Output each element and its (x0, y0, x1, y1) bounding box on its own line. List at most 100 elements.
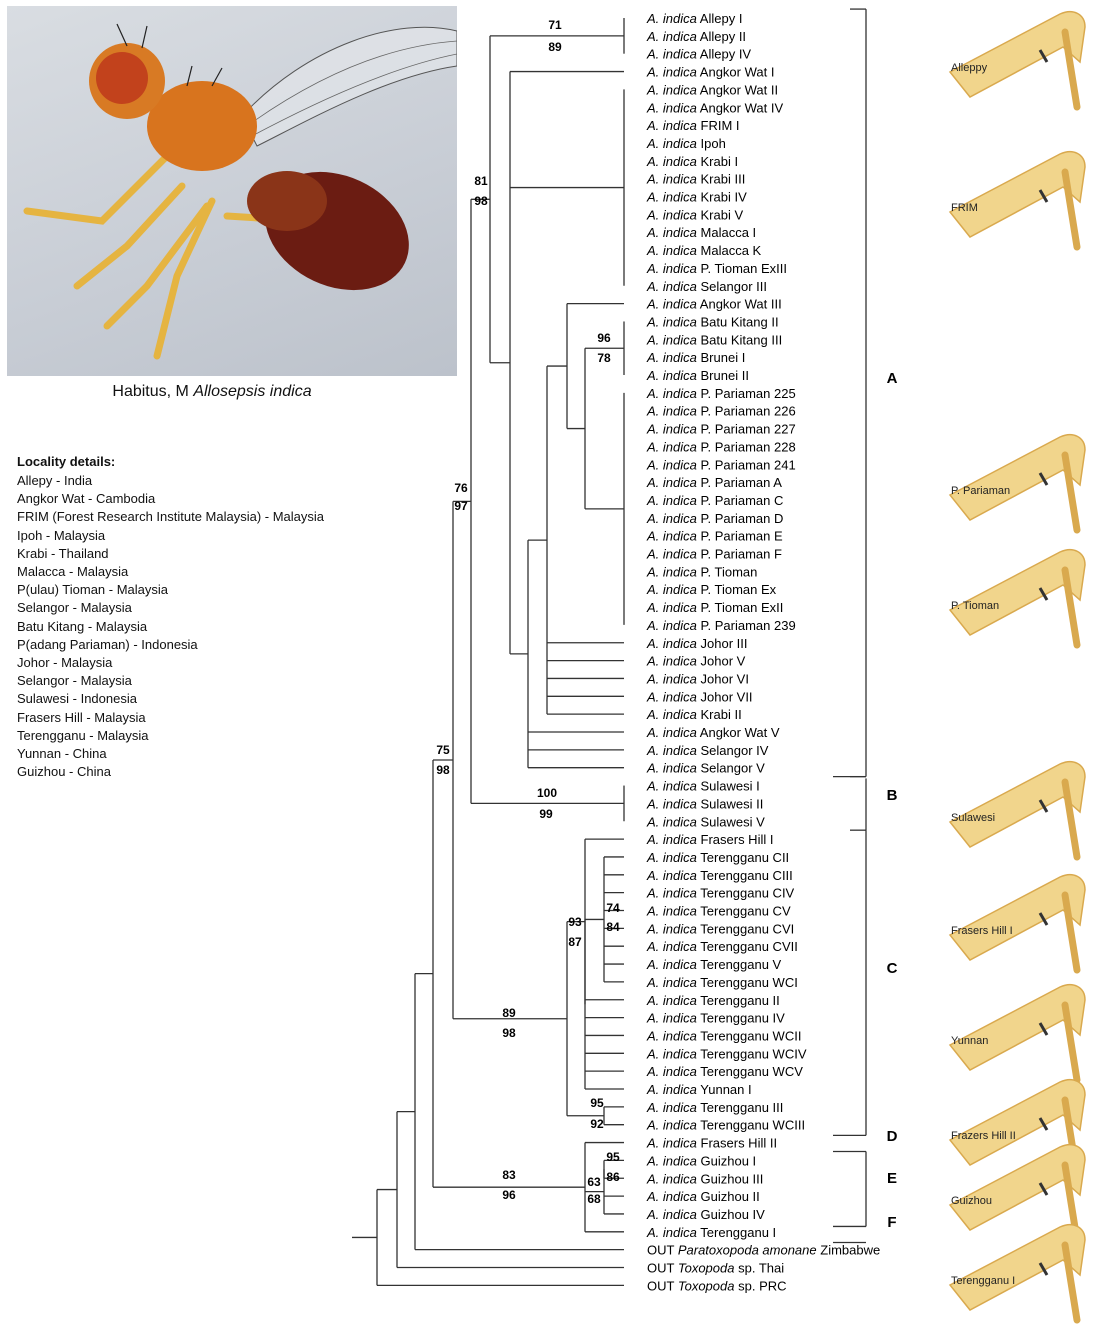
taxon-label: A. indica P. Pariaman 228 (646, 439, 796, 454)
taxon-g: indica (663, 1171, 697, 1186)
taxon-s: P. Pariaman 239 (701, 618, 796, 633)
taxon-p: A. (646, 493, 659, 508)
taxon-g: indica (663, 689, 697, 704)
taxon-s: Guizhou IV (701, 1207, 766, 1222)
taxon-s: sp. Thai (738, 1261, 784, 1276)
taxon-p: A. (646, 29, 659, 44)
taxon-g: indica (663, 636, 697, 651)
taxon-label: A. indica Terengganu WCIV (646, 1046, 807, 1061)
taxon-label: A. indica Terengganu V (646, 957, 782, 972)
support-bottom: 98 (474, 194, 488, 208)
taxon-g: indica (663, 1207, 697, 1222)
support-top: 95 (606, 1150, 620, 1164)
taxon-p: A. (646, 921, 659, 936)
taxon-label: A. indica Terengganu CIII (646, 868, 793, 883)
taxon-p: A. (646, 1207, 659, 1222)
taxon-s: Selangor V (701, 761, 766, 776)
taxon-g: indica (663, 475, 697, 490)
taxon-s: P. Tioman ExII (701, 600, 784, 615)
taxon-p: A. (646, 100, 659, 115)
leg-image: P. Pariaman (945, 425, 1095, 535)
taxon-g: indica (663, 814, 697, 829)
support-top: 93 (568, 915, 582, 929)
leg-image: Frasers Hill I (945, 865, 1095, 975)
taxon-g: indica (663, 1225, 697, 1240)
taxon-s: Guizhou II (701, 1189, 760, 1204)
taxon-s: Krabi III (701, 172, 746, 187)
taxon-label: A. indica P. Pariaman A (646, 475, 782, 490)
taxon-g: indica (663, 11, 697, 26)
taxon-g: indica (663, 707, 697, 722)
taxon-g: indica (663, 1011, 697, 1026)
taxon-p: A. (646, 689, 659, 704)
taxon-g: indica (663, 493, 697, 508)
taxon-label: A. indica Ipoh (646, 136, 726, 151)
support-top: 100 (537, 786, 557, 800)
leg-label: Sulawesi (951, 812, 995, 824)
taxon-p: A. (646, 475, 659, 490)
taxon-label: A. indica Allepy IV (646, 47, 751, 62)
taxon-g: indica (663, 422, 697, 437)
taxon-p: A. (646, 1136, 659, 1151)
support-bottom: 96 (502, 1188, 516, 1202)
taxon-label: A. indica FRIM I (646, 118, 740, 133)
taxon-label: A. indica Selangor V (646, 761, 765, 776)
taxon-s: P. Pariaman 228 (701, 439, 796, 454)
taxon-p: A. (646, 868, 659, 883)
taxon-label: A. indica Terengganu CIV (646, 886, 795, 901)
taxon-label: A. indica Johor III (646, 636, 747, 651)
taxon-s: Terengganu CV (700, 904, 791, 919)
leg-label: Terengganu I (951, 1275, 1015, 1287)
taxon-p: A. (646, 743, 659, 758)
taxon-s: Terengganu WCII (700, 1028, 801, 1043)
leg-image: Alleppy (945, 2, 1095, 112)
leg-label: P. Pariaman (951, 485, 1010, 497)
leg-image: Sulawesi (945, 752, 1095, 862)
taxon-s: Terengganu WCI (700, 975, 798, 990)
taxon-label: A. indica Selangor III (646, 279, 767, 294)
taxon-p: A. (646, 314, 659, 329)
taxon-g: indica (663, 671, 697, 686)
taxon-g: indica (663, 1028, 697, 1043)
taxon-label: A. indica Angkor Wat II (646, 82, 778, 97)
taxon-s: Angkor Wat IV (700, 100, 784, 115)
leg-image: FRIM (945, 142, 1095, 252)
taxon-s: Malacca I (701, 225, 757, 240)
taxon-p: A. (646, 225, 659, 240)
taxon-label: A. indica P. Pariaman D (646, 511, 783, 526)
taxon-s: Zimbabwe (820, 1243, 880, 1258)
support-bottom: 84 (606, 920, 620, 934)
taxon-p: A. (646, 993, 659, 1008)
taxon-g: indica (663, 832, 697, 847)
taxon-g: indica (663, 314, 697, 329)
taxon-label: A. indica P. Tioman (646, 564, 757, 579)
taxon-label: A. indica Terengganu CVI (646, 921, 794, 936)
taxon-label: A. indica Sulawesi V (646, 814, 765, 829)
taxon-p: A. (646, 118, 659, 133)
taxon-g: indica (663, 1136, 697, 1151)
taxon-s: P. Pariaman 225 (701, 386, 796, 401)
taxon-s: P. Pariaman 241 (701, 457, 796, 472)
taxon-s: Terengganu CVI (700, 921, 794, 936)
taxon-s: Sulawesi II (701, 796, 764, 811)
taxon-g: indica (663, 279, 697, 294)
taxon-p: A. (646, 82, 659, 97)
taxon-s: Selangor III (701, 279, 768, 294)
leg-label: P. Tioman (951, 600, 999, 612)
taxon-label: A. indica P. Pariaman C (646, 493, 783, 508)
taxon-p: A. (646, 1100, 659, 1115)
taxon-label: OUT Paratoxopoda amonane Zimbabwe (647, 1243, 880, 1258)
taxon-g: indica (663, 29, 697, 44)
support-bottom: 98 (436, 763, 450, 777)
support-top: 71 (548, 18, 562, 32)
taxon-s: P. Tioman Ex (701, 582, 777, 597)
taxon-label: A. indica Yunnan I (646, 1082, 752, 1097)
taxon-label: A. indica Frasers Hill I (646, 832, 773, 847)
taxon-s: Angkor Wat II (700, 82, 778, 97)
taxon-s: P. Pariaman D (701, 511, 784, 526)
taxon-p: A. (646, 1082, 659, 1097)
taxon-label: A. indica P. Tioman ExII (646, 600, 783, 615)
taxon-s: Sulawesi V (701, 814, 766, 829)
taxon-s: Terengganu V (700, 957, 781, 972)
taxon-s: Guizhou I (701, 1153, 757, 1168)
